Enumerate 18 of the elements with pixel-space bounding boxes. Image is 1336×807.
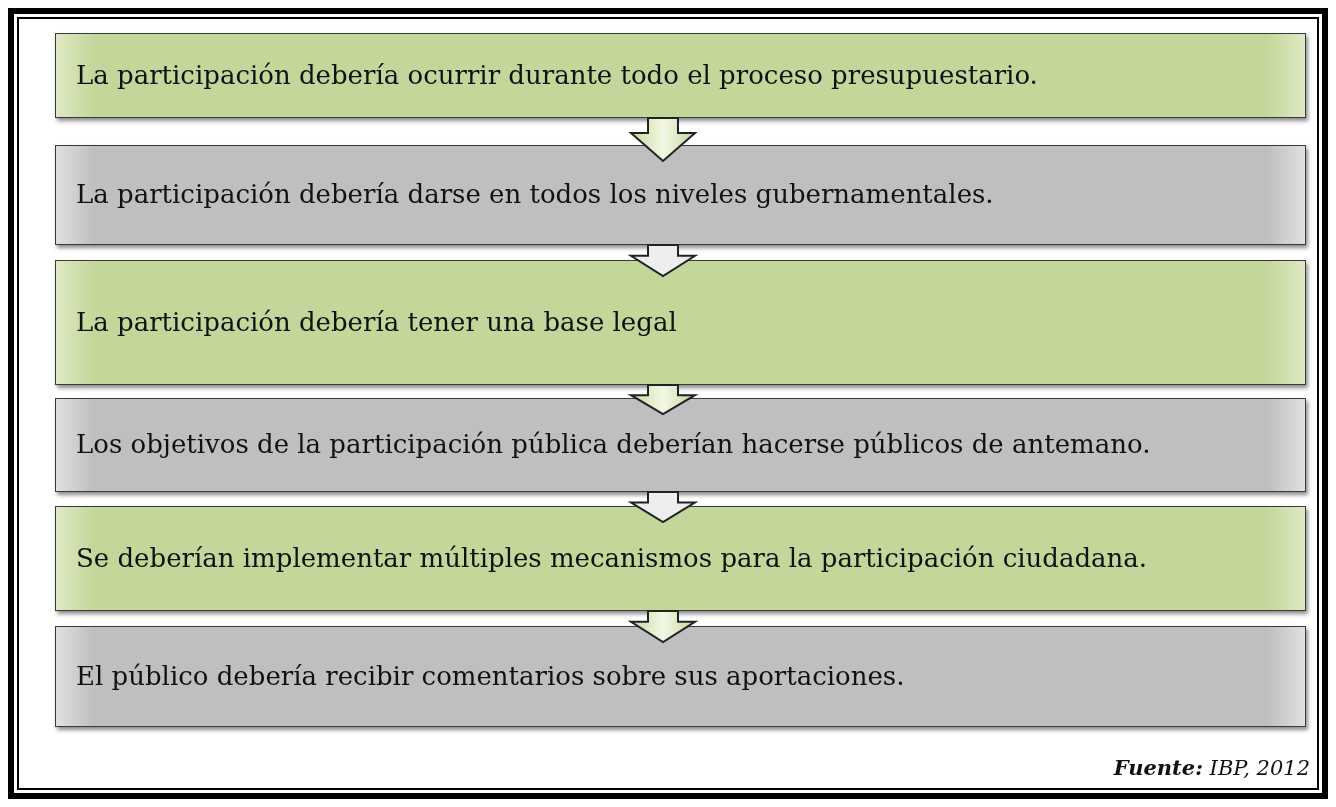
process-box bbox=[55, 626, 1306, 727]
process-box bbox=[55, 145, 1306, 245]
down-arrow bbox=[627, 491, 699, 524]
process-box bbox=[55, 506, 1306, 611]
source-caption: Fuente: IBP, 2012 bbox=[1113, 755, 1310, 780]
box-text: La participación debería darse en todos los niveles gubernamentales. bbox=[76, 179, 994, 211]
down-arrow bbox=[627, 384, 699, 416]
box-text: Se deberían implementar múltiples mecanismos para la participación ciudadana. bbox=[76, 542, 1148, 575]
process-box bbox=[55, 398, 1306, 492]
box-text: Los objetivos de la participación pública deberían hacerse públicos de antemano. bbox=[76, 429, 1151, 461]
box-text: El público debería recibir comentarios sobre sus aportaciones. bbox=[76, 660, 905, 693]
down-arrow bbox=[627, 610, 699, 644]
down-arrow bbox=[628, 117, 698, 163]
box-text: La participación debería ocurrir durante todo el proceso presupuestario. bbox=[76, 59, 1038, 92]
process-box bbox=[55, 33, 1306, 118]
box-text: La participación debería tener una base legal bbox=[76, 306, 677, 339]
process-box bbox=[55, 260, 1306, 385]
down-arrow bbox=[627, 244, 699, 278]
